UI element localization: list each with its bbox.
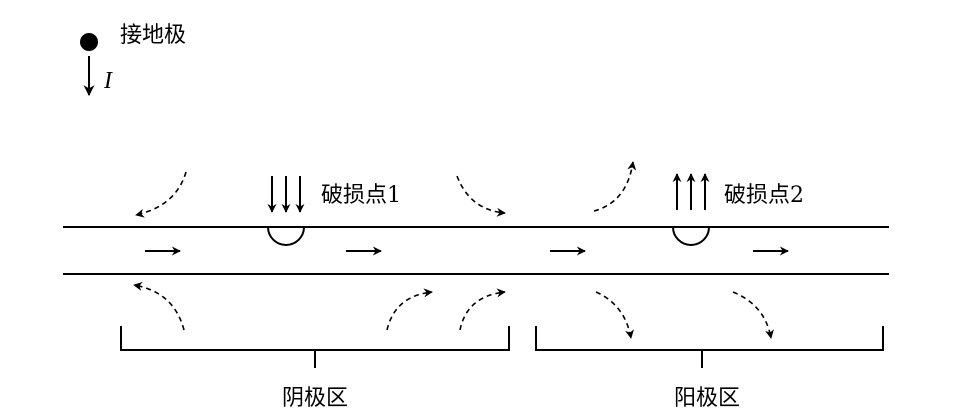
defect-1-label: 破损点1 <box>321 183 401 208</box>
cathode-zone-label: 阴极区 <box>282 386 348 411</box>
cathode-zone-bracket <box>120 326 510 368</box>
ground-electrode-dot <box>80 33 98 51</box>
defect-2-notch <box>672 226 710 246</box>
anode-zone-label: 阳极区 <box>674 386 740 411</box>
stray-current-below <box>133 281 774 339</box>
defect-1-notch <box>267 226 305 246</box>
anode-zone-bracket <box>535 326 884 368</box>
defect-2-outflow-arrows <box>672 173 710 210</box>
current-symbol: I <box>103 68 113 94</box>
defect-2-label: 破损点2 <box>724 183 804 208</box>
defect-1-inflow-arrows <box>267 176 305 213</box>
stray-current-above <box>135 161 637 218</box>
ground-electrode-label: 接地极 <box>120 23 186 48</box>
